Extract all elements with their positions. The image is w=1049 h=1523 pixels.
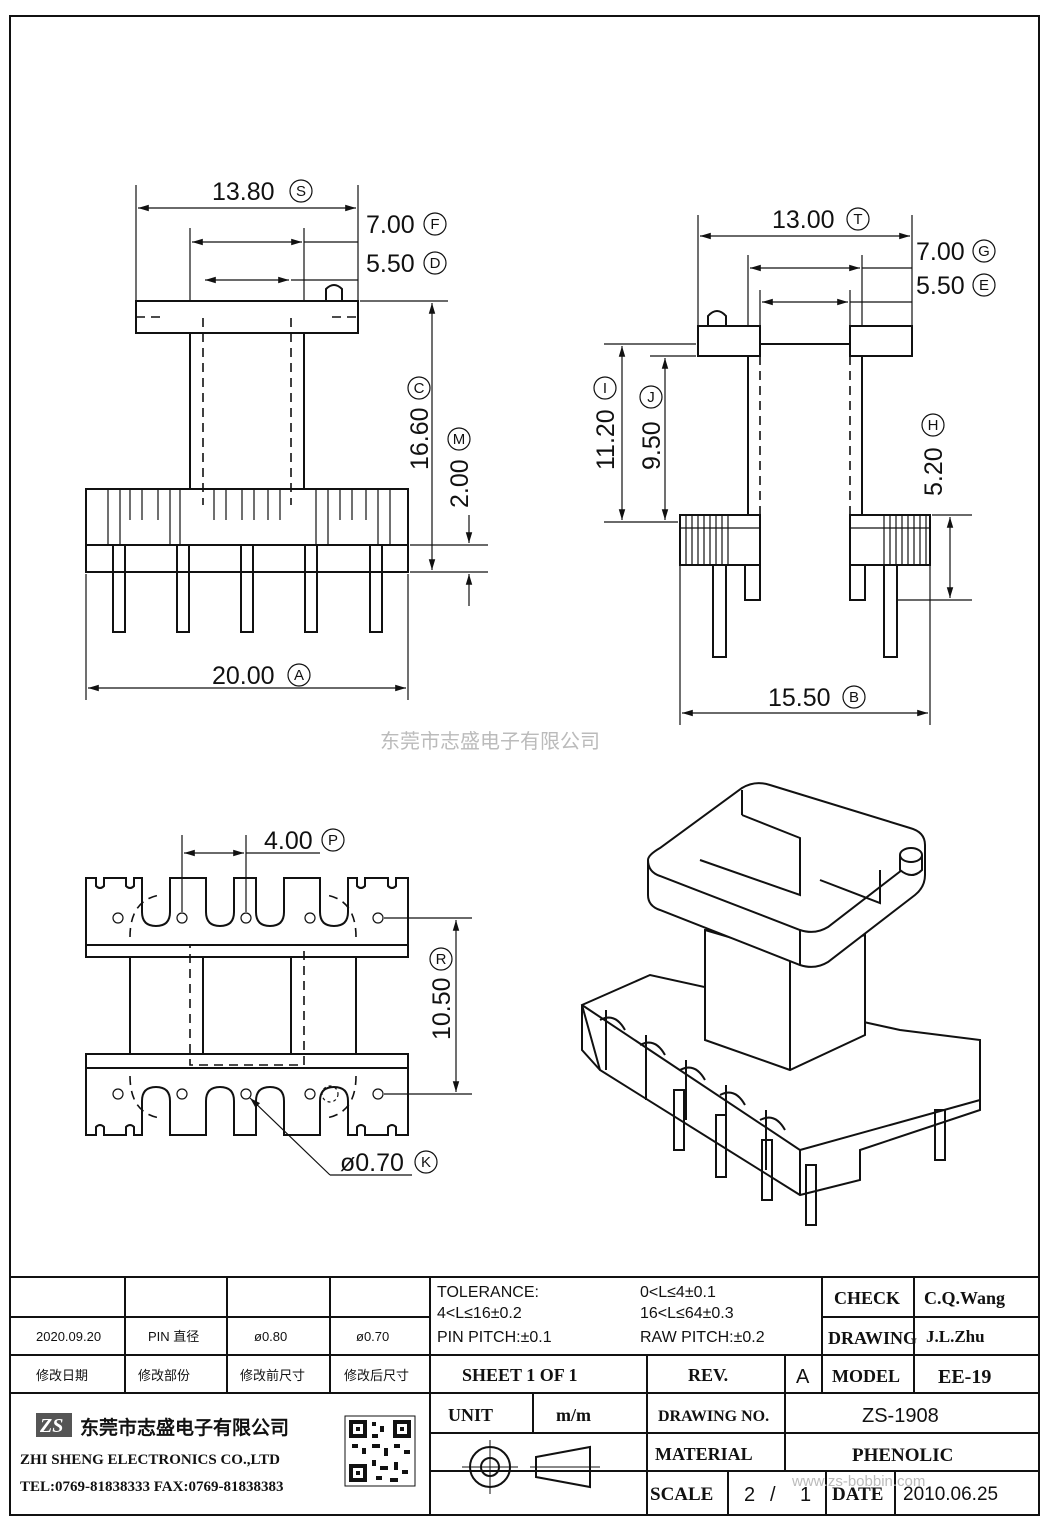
dim-t-value: 13.00 xyxy=(772,206,835,234)
dim-i-tag: I xyxy=(603,380,607,397)
rev-before: ø0.80 xyxy=(254,1329,287,1344)
isometric-view xyxy=(580,782,981,1226)
dim-c-value: 16.60 xyxy=(406,407,434,470)
dim-t-tag: T xyxy=(853,211,862,228)
dim-a-tag: A xyxy=(294,667,304,684)
dim-m-value: 2.00 xyxy=(446,459,474,508)
dim-f-tag: F xyxy=(430,216,439,233)
dim-j-value: 9.50 xyxy=(638,421,666,470)
dim-h-value: 5.20 xyxy=(920,447,948,496)
dim-k-value: ø0.70 xyxy=(340,1149,404,1177)
rev-header-after: 修改后尺寸 xyxy=(344,1368,409,1383)
rev-date: 2020.09.20 xyxy=(36,1329,101,1344)
dim-h-tag: H xyxy=(928,417,939,434)
watermark-text: 东莞市志盛电子有限公司 xyxy=(380,729,600,753)
material-value: PHENOLIC xyxy=(852,1445,953,1466)
title-block xyxy=(10,1276,1039,1515)
scale-b: 1 xyxy=(800,1484,811,1506)
scale-separator: / xyxy=(770,1484,776,1506)
check-value: C.Q.Wang xyxy=(924,1288,1005,1308)
dim-p-tag: P xyxy=(328,832,338,849)
dim-s-value: 13.80 xyxy=(212,178,275,206)
side-view: 13.00 T 7.00 G 5.50 E 11.20 I 9.50 J 5.2… xyxy=(592,206,996,725)
rev-header-part: 修改部份 xyxy=(138,1368,190,1383)
check-label: CHECK xyxy=(834,1288,900,1308)
rev-part: PIN 直径 xyxy=(148,1329,199,1344)
company-logo: ZS xyxy=(36,1413,72,1437)
front-view: 13.80 S 7.00 F 5.50 D 16.60 C 2.00 M 20.… xyxy=(85,178,488,700)
model-label: MODEL xyxy=(832,1366,900,1386)
unit-label: UNIT xyxy=(448,1405,493,1425)
dim-d-value: 5.50 xyxy=(366,250,415,278)
tolerance-1: 0<L≤4±0.1 xyxy=(640,1284,716,1301)
material-label: MATERIAL xyxy=(655,1444,753,1464)
tolerance-2: 4<L≤16±0.2 xyxy=(437,1305,522,1322)
dim-b-tag: B xyxy=(849,689,859,706)
dim-p-value: 4.00 xyxy=(264,827,313,855)
rev-label: REV. xyxy=(688,1365,728,1385)
svg-text:ZS: ZS xyxy=(39,1415,63,1437)
raw-pitch: RAW PITCH:±0.2 xyxy=(640,1329,765,1346)
scale-a: 2 xyxy=(744,1484,755,1506)
company-contact: TEL:0769-81838333 FAX:0769-81838383 xyxy=(20,1479,283,1495)
projection-symbol-icon xyxy=(462,1440,600,1494)
dim-c-tag: C xyxy=(414,380,425,397)
rev-after: ø0.70 xyxy=(356,1329,389,1344)
drawing-label: DRAWING xyxy=(828,1328,917,1348)
dim-f-value: 7.00 xyxy=(366,211,415,239)
dim-j-tag: J xyxy=(647,389,655,406)
dim-g-value: 7.00 xyxy=(916,238,965,266)
dim-g-tag: G xyxy=(978,243,990,260)
drawing-value: J.L.Zhu xyxy=(926,1327,985,1346)
unit-value: m/m xyxy=(556,1405,591,1425)
dim-d-tag: D xyxy=(430,255,441,272)
scale-label: SCALE xyxy=(650,1484,713,1505)
sheet-border xyxy=(9,15,1040,1516)
sheet-info: SHEET 1 OF 1 xyxy=(462,1365,578,1385)
tolerance-3: 16<L≤64±0.3 xyxy=(640,1305,734,1322)
dim-i-value: 11.20 xyxy=(592,409,620,470)
rev-header-before: 修改前尺寸 xyxy=(240,1368,305,1383)
dim-a-value: 20.00 xyxy=(212,662,275,690)
pin-pitch: PIN PITCH:±0.1 xyxy=(437,1329,552,1346)
web-watermark: www.zs-bobbin.com xyxy=(791,1473,925,1490)
drawing-no-value: ZS-1908 xyxy=(862,1405,939,1427)
dim-s-tag: S xyxy=(296,183,306,200)
dim-b-value: 15.50 xyxy=(768,684,831,712)
bottom-view: 4.00 P 10.50 R ø0.70 K xyxy=(85,827,472,1177)
rev-value: A xyxy=(796,1366,810,1388)
model-value: EE-19 xyxy=(938,1366,991,1388)
date-label: DATE xyxy=(832,1484,883,1505)
dim-r-value: 10.50 xyxy=(428,977,456,1040)
dim-k-tag: K xyxy=(421,1154,431,1171)
dim-e-value: 5.50 xyxy=(916,272,965,300)
dim-m-tag: M xyxy=(453,431,466,448)
drawing-no-label: DRAWING NO. xyxy=(658,1408,769,1425)
qr-code xyxy=(344,1415,416,1487)
company-name-cn: 东莞市志盛电子有限公司 xyxy=(80,1416,289,1439)
date-value: 2010.06.25 xyxy=(903,1484,998,1505)
dim-e-tag: E xyxy=(979,277,989,294)
dim-r-tag: R xyxy=(436,951,447,968)
tolerance-label: TOLERANCE: xyxy=(437,1284,539,1301)
company-name-en: ZHI SHENG ELECTRONICS CO.,LTD xyxy=(20,1452,280,1468)
rev-header-date: 修改日期 xyxy=(36,1368,88,1383)
